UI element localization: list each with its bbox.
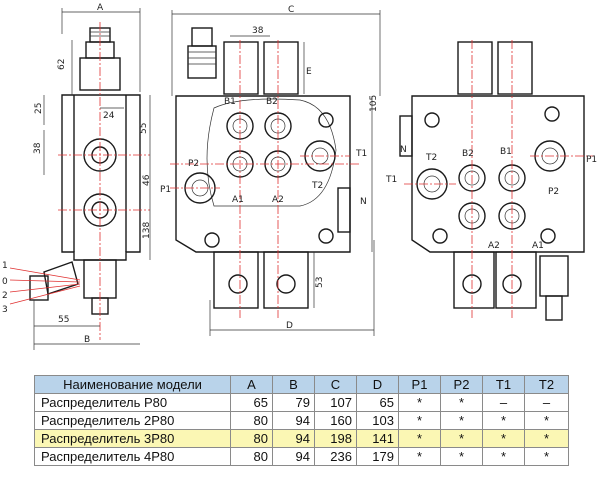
rear-a1-label: A1 [532,241,544,251]
value-p1: * [398,411,441,430]
lever-pos-2: 2 [2,291,8,301]
value-a: 65 [230,393,273,412]
side-view: A 62 25 38 55 [2,3,152,350]
model-name: Распределитель 2P80 [34,411,231,430]
header-t1: T1 [482,375,525,394]
header-p1: P1 [398,375,441,394]
front-t1-label: T1 [355,149,367,159]
value-p2: * [440,393,483,412]
lever-pos-0: 0 [2,277,8,287]
value-d: 141 [356,429,399,448]
value-t2: * [524,411,569,430]
header-d: D [356,375,399,394]
value-c: 198 [314,429,357,448]
value-d: 103 [356,411,399,430]
table-row: Распределитель 4P80 80 94 236 179 * * * … [34,447,569,466]
front-b1-label: B1 [224,97,236,107]
table-row: Распределитель 2P80 80 94 160 103 * * * … [34,411,569,430]
model-spec-table: Наименование модели A B C D P1 P2 T1 T2 … [34,375,569,466]
model-name: Распределитель 4P80 [34,447,231,466]
front-b2-label: B2 [266,97,278,107]
model-name: Распределитель 3P80 [34,429,231,448]
value-b: 94 [272,411,315,430]
lever-pos-3: 3 [2,305,8,315]
value-p1: * [398,429,441,448]
dim-105-label: 105 [369,95,379,112]
dim-a-label: A [97,3,104,13]
value-b: 94 [272,429,315,448]
rear-n-label: N [400,145,407,155]
header-model-name: Наименование модели [34,375,231,394]
value-d: 179 [356,447,399,466]
value-a: 80 [230,411,273,430]
front-p1-label: P1 [160,185,171,195]
dim-38v-label: 38 [33,142,43,154]
header-a: A [230,375,273,394]
rear-a2-label: A2 [488,241,500,251]
front-p2-label: P2 [188,159,199,169]
header-t2: T2 [524,375,569,394]
rear-b1-label: B1 [500,147,512,157]
value-p1: * [398,447,441,466]
table-header-row: Наименование модели A B C D P1 P2 T1 T2 [34,375,569,394]
header-p2: P2 [440,375,483,394]
dim-55h-label: 55 [58,315,69,325]
front-t2-label: T2 [311,181,323,191]
front-a2-label: A2 [272,195,284,205]
dim-24-label: 24 [103,111,115,121]
value-d: 65 [356,393,399,412]
table-row-highlighted: Распределитель 3P80 80 94 198 141 * * * … [34,429,569,448]
value-a: 80 [230,447,273,466]
rear-b2-label: B2 [462,149,474,159]
dim-25-label: 25 [34,103,44,114]
dim-138-label: 138 [142,222,152,239]
value-b: 79 [272,393,315,412]
front-n-label: N [360,197,367,207]
header-c: C [314,375,357,394]
dim-53-label: 53 [315,277,325,288]
technical-drawing: A 62 25 38 55 [2,3,597,350]
value-t2: * [524,447,569,466]
dim-55v-label: 55 [139,123,149,134]
value-p2: * [440,429,483,448]
value-t2: – [524,393,569,412]
value-p1: * [398,393,441,412]
dim-62-label: 62 [57,59,67,70]
rear-p1-label: P1 [586,155,597,165]
dim-d-label: D [286,321,293,331]
value-p2: * [440,411,483,430]
value-a: 80 [230,429,273,448]
value-p2: * [440,447,483,466]
lever-pos-1: 1 [2,261,8,271]
rear-view: T2 B2 B1 P1 P2 T1 N A2 A1 [385,40,597,321]
value-b: 94 [272,447,315,466]
value-c: 160 [314,411,357,430]
value-t2: * [524,429,569,448]
dim-38h-label: 38 [252,26,264,36]
header-b: B [272,375,315,394]
value-t1: * [482,429,525,448]
value-t1: – [482,393,525,412]
value-t1: * [482,411,525,430]
front-a1-label: A1 [232,195,244,205]
dim-b-label: B [84,335,90,345]
rear-t2-label: T2 [425,153,437,163]
table-row: Распределитель P80 65 79 107 65 * * – – [34,393,569,412]
front-view: C 38 E [160,5,381,336]
model-name: Распределитель P80 [34,393,231,412]
rear-t1-label: T1 [385,175,397,185]
value-c: 236 [314,447,357,466]
dim-e-label: E [306,67,312,77]
value-c: 107 [314,393,357,412]
dim-46-label: 46 [142,174,152,186]
rear-p2-label: P2 [548,187,559,197]
dim-c-label: C [288,5,294,15]
value-t1: * [482,447,525,466]
